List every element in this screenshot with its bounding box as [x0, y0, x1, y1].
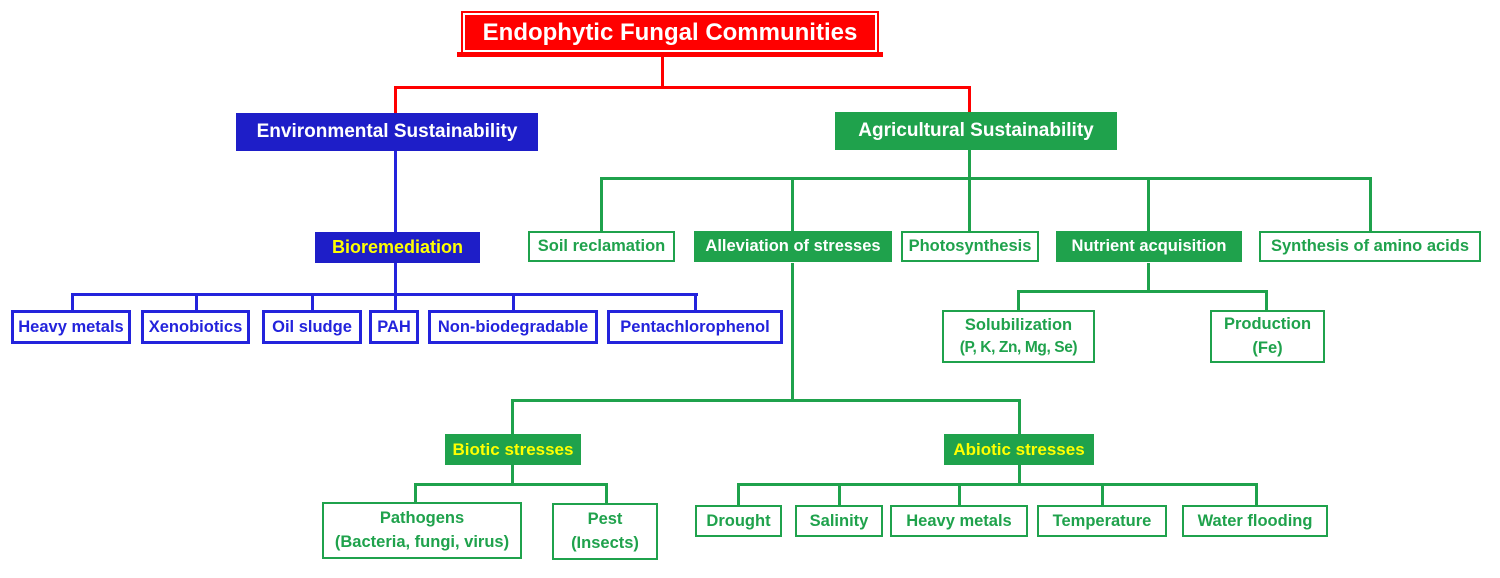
- node-pest-label: Pest: [587, 510, 623, 529]
- connector-stress-branch: [511, 399, 1021, 402]
- connector-drop-environmental: [394, 86, 397, 114]
- node-pathogens: Pathogens (Bacteria, fungi, virus): [322, 502, 522, 559]
- connector-drop-biotic: [511, 399, 514, 435]
- node-solubilization-elements: (P, K, Zn, Mg, Se): [959, 339, 1078, 357]
- connector-drop-salinity: [838, 483, 841, 507]
- connector-agri-branch: [600, 177, 1372, 180]
- node-heavy-metals: Heavy metals: [11, 310, 131, 344]
- node-biotic-stresses: Biotic stresses: [445, 434, 581, 465]
- connector-abiotic-branch: [737, 483, 1258, 486]
- connector-drop-agricultural: [968, 86, 971, 113]
- node-environmental-sustainability: Environmental Sustainability: [236, 113, 538, 151]
- connector-nutrient-branch: [1017, 290, 1268, 293]
- connector-drop-heavy-metals: [71, 293, 74, 312]
- connector-agri-stem: [968, 150, 971, 180]
- connector-drop-production: [1265, 290, 1268, 311]
- connector-drop-photosynthesis: [968, 177, 971, 232]
- node-solubilization-label: Solubilization: [964, 316, 1073, 335]
- node-agricultural-sustainability: Agricultural Sustainability: [835, 112, 1117, 150]
- connector-bioremediation-branch: [71, 293, 698, 296]
- connector-drop-nutrient-acquisition: [1147, 177, 1150, 232]
- node-production-element: (Fe): [1252, 338, 1283, 357]
- node-solubilization: Solubilization (P, K, Zn, Mg, Se): [942, 310, 1095, 363]
- node-production-label: Production: [1223, 315, 1312, 334]
- connector-drop-abiotic: [1018, 399, 1021, 435]
- connector-drop-temperature: [1101, 483, 1104, 507]
- node-soil-reclamation: Soil reclamation: [528, 231, 675, 262]
- connector-abiotic-stem: [1018, 465, 1021, 486]
- connector-drop-solubilization: [1017, 290, 1020, 311]
- node-bioremediation: Bioremediation: [315, 232, 480, 263]
- node-xenobiotics: Xenobiotics: [141, 310, 250, 344]
- connector-drop-synthesis-amino-acids: [1369, 177, 1372, 232]
- node-endophytic-fungal-communities: Endophytic Fungal Communities: [463, 13, 877, 52]
- node-photosynthesis: Photosynthesis: [901, 231, 1039, 262]
- node-non-biodegradable: Non-biodegradable: [428, 310, 598, 344]
- connector-drop-heavy-metals-abiotic: [958, 483, 961, 507]
- connector-drop-drought: [737, 483, 740, 507]
- node-pest: Pest (Insects): [552, 503, 658, 560]
- connector-drop-pentachlorophenol: [694, 293, 697, 312]
- connector-drop-pest: [605, 483, 608, 505]
- connector-drop-alleviation: [791, 177, 794, 232]
- connector-root-branch: [394, 86, 971, 89]
- connector-drop-oil-sludge: [311, 293, 314, 312]
- node-alleviation-of-stresses: Alleviation of stresses: [694, 231, 892, 262]
- node-water-flooding: Water flooding: [1182, 505, 1328, 537]
- connector-root-stem: [661, 57, 664, 87]
- node-abiotic-stresses: Abiotic stresses: [944, 434, 1094, 465]
- connector-drop-water-flooding: [1255, 483, 1258, 507]
- connector-env-to-bioremediation: [394, 151, 397, 232]
- connector-drop-soil-reclamation: [600, 177, 603, 232]
- node-synthesis-of-amino-acids: Synthesis of amino acids: [1259, 231, 1481, 262]
- node-temperature: Temperature: [1037, 505, 1167, 537]
- node-salinity: Salinity: [795, 505, 883, 537]
- connector-biotic-branch: [414, 483, 608, 486]
- connector-bioremediation-stem: [394, 263, 397, 296]
- connector-nutrient-stem: [1147, 263, 1150, 293]
- node-pathogens-label: Pathogens: [379, 509, 465, 528]
- node-production: Production (Fe): [1210, 310, 1325, 363]
- node-pathogens-detail: (Bacteria, fungi, virus): [334, 532, 510, 551]
- connector-drop-pathogens: [414, 483, 417, 505]
- connector-drop-non-biodegradable: [512, 293, 515, 312]
- connector-drop-xenobiotics: [195, 293, 198, 312]
- node-pah: PAH: [369, 310, 419, 344]
- connector-drop-pah: [394, 293, 397, 312]
- node-pest-detail: (Insects): [571, 533, 639, 552]
- connector-alleviation-stem: [791, 263, 794, 402]
- title-underline: [457, 52, 883, 57]
- node-oil-sludge: Oil sludge: [262, 310, 362, 344]
- node-heavy-metals-abiotic: Heavy metals: [890, 505, 1028, 537]
- node-drought: Drought: [695, 505, 782, 537]
- node-pentachlorophenol: Pentachlorophenol: [607, 310, 783, 344]
- node-nutrient-acquisition: Nutrient acquisition: [1056, 231, 1242, 262]
- connector-biotic-stem: [511, 465, 514, 486]
